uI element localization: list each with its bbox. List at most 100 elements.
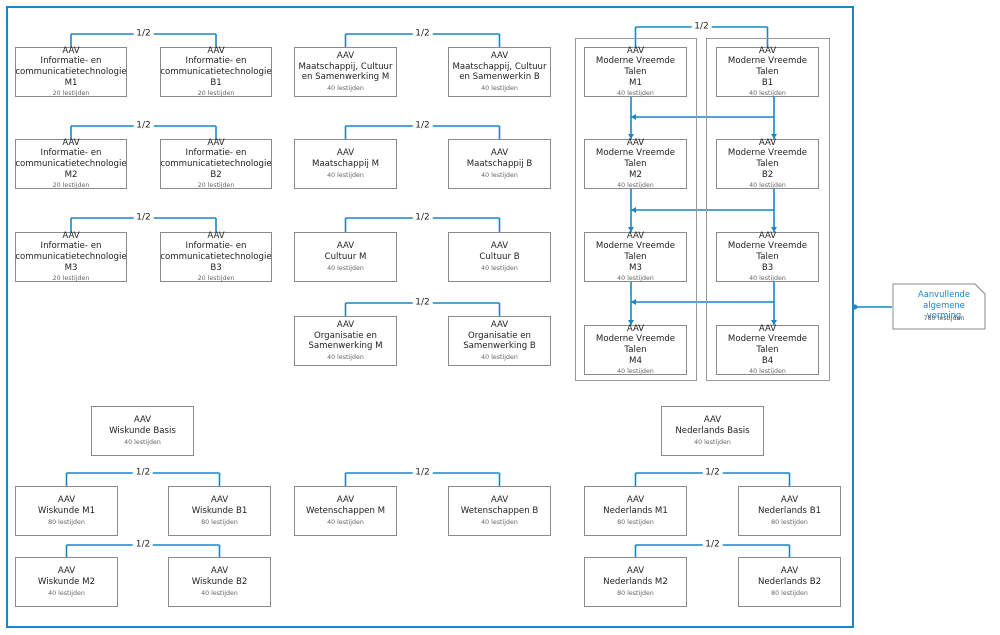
course-title: AAV Moderne Vreemde Talen M4 xyxy=(595,323,676,366)
course-hours: 20 lestijden xyxy=(52,182,90,190)
course-title: AAV Moderne Vreemde Talen B4 xyxy=(727,323,808,366)
course-title: AAV Maatschappij, Cultuur en Samenwerkin… xyxy=(452,51,547,83)
course-hours: 40 lestijden xyxy=(749,90,786,98)
course-hours: 40 lestijden xyxy=(617,275,654,283)
course-hours: 40 lestijden xyxy=(481,518,518,526)
course-hours: 80 lestijden xyxy=(617,518,654,526)
course-box-maat-b: AAV Maatschappij B 40 lestijden xyxy=(448,139,551,189)
course-hours: 80 lestijden xyxy=(201,518,238,526)
course-hours: 40 lestijden xyxy=(201,589,238,597)
course-hours: 40 lestijden xyxy=(481,264,518,272)
course-box-wis-b1: AAV Wiskunde B1 80 lestijden xyxy=(168,486,271,536)
course-title: AAV Moderne Vreemde Talen B1 xyxy=(727,45,808,88)
course-box-ict-m3: AAV Informatie- en communicatietechnolog… xyxy=(15,230,127,282)
course-title: AAV Nederlands M2 xyxy=(603,566,668,587)
half-label: 1/2 xyxy=(412,28,433,40)
course-box-mcs-b: AAV Maatschappij, Cultuur en Samenwerkin… xyxy=(448,47,551,97)
half-label: 1/2 xyxy=(132,467,154,479)
course-box-mvt-m3: AAV Moderne Vreemde Talen M3 40 lestijden xyxy=(584,230,687,283)
course-hours: 80 lestijden xyxy=(771,518,808,526)
arrow-head-icon xyxy=(771,227,777,232)
aanvullende-vorming-callout: Aanvullende algemene vorming 780 lestijd… xyxy=(892,283,986,330)
half-label: 1/2 xyxy=(702,467,723,479)
course-title: AAV Nederlands B2 xyxy=(757,566,822,587)
course-title: AAV Informatie- en communicatietechnolog… xyxy=(15,230,127,273)
callout-subtitle: 780 lestijden xyxy=(923,315,965,322)
course-hours: 20 lestijden xyxy=(197,90,235,98)
course-title: AAV Informatie- en communicatietechnolog… xyxy=(15,137,127,180)
course-title: AAV Cultuur B xyxy=(479,241,520,262)
half-label: 1/2 xyxy=(132,539,154,551)
arrow-head-icon xyxy=(628,320,634,325)
course-hours: 20 lestijden xyxy=(197,182,235,190)
course-hours: 80 lestijden xyxy=(48,518,85,526)
arrow-head-icon xyxy=(771,134,777,139)
arrow-head-icon xyxy=(631,114,636,120)
course-box-wet-b: AAV Wetenschappen B 40 lestijden xyxy=(448,486,551,536)
course-box-cult-b: AAV Cultuur B 40 lestijden xyxy=(448,232,551,282)
course-box-cult-m: AAV Cultuur M 40 lestijden xyxy=(294,232,397,282)
course-box-mvt-m2: AAV Moderne Vreemde Talen M2 40 lestijden xyxy=(584,137,687,190)
half-label: 1/2 xyxy=(702,539,723,551)
course-hours: 40 lestijden xyxy=(749,368,786,376)
course-title: AAV Wiskunde M2 xyxy=(37,566,96,587)
course-title: AAV Maatschappij M xyxy=(311,148,380,169)
course-title: AAV Wetenschappen M xyxy=(305,495,386,516)
course-title: AAV Informatie- en communicatietechnolog… xyxy=(160,137,272,180)
course-title: AAV Moderne Vreemde Talen M3 xyxy=(595,230,676,273)
course-hours: 80 lestijden xyxy=(617,589,654,597)
course-title: AAV Nederlands M1 xyxy=(603,495,668,516)
course-hours: 40 lestijden xyxy=(124,438,161,446)
callout-shape xyxy=(892,283,986,330)
course-title: AAV Organisatie en Samenwerking B xyxy=(463,320,536,352)
course-title: AAV Moderne Vreemde Talen B3 xyxy=(727,230,808,273)
course-hours: 40 lestijden xyxy=(749,182,786,190)
course-title: AAV Wetenschappen B xyxy=(460,495,539,516)
half-label: 1/2 xyxy=(691,21,712,33)
course-box-mvt-m4: AAV Moderne Vreemde Talen M4 40 lestijden xyxy=(584,323,687,376)
mvt-b-group xyxy=(706,38,830,381)
course-hours: 40 lestijden xyxy=(327,518,364,526)
callout-title: Aanvullende algemene vorming xyxy=(917,289,971,320)
arrow-head-icon xyxy=(628,134,634,139)
course-hours: 40 lestijden xyxy=(617,182,654,190)
course-box-wis-basis: AAV Wiskunde Basis 40 lestijden xyxy=(91,406,194,456)
arrow-head-icon xyxy=(631,207,636,213)
half-label: 1/2 xyxy=(133,212,154,224)
course-title: AAV Informatie- en communicatietechnolog… xyxy=(160,230,272,273)
course-box-ned-m2: AAV Nederlands M2 80 lestijden xyxy=(584,557,687,607)
course-hours: 20 lestijden xyxy=(52,90,90,98)
course-title: AAV Cultuur M xyxy=(324,241,367,262)
course-hours: 40 lestijden xyxy=(327,264,364,272)
course-title: AAV Informatie- en communicatietechnolog… xyxy=(15,45,127,88)
arrow-head-icon xyxy=(628,227,634,232)
half-label: 1/2 xyxy=(412,467,433,479)
course-box-ned-m1: AAV Nederlands M1 80 lestijden xyxy=(584,486,687,536)
course-box-mcs-m: AAV Maatschappij, Cultuur en Samenwerkin… xyxy=(294,47,397,97)
course-hours: 40 lestijden xyxy=(481,353,518,361)
course-box-ict-b3: AAV Informatie- en communicatietechnolog… xyxy=(160,230,272,282)
course-hours: 40 lestijden xyxy=(617,368,654,376)
course-title: AAV Moderne Vreemde Talen M2 xyxy=(595,137,676,180)
course-hours: 40 lestijden xyxy=(694,438,731,446)
course-title: AAV Moderne Vreemde Talen B2 xyxy=(727,137,808,180)
half-label: 1/2 xyxy=(412,297,433,309)
course-hours: 40 lestijden xyxy=(481,171,518,179)
course-title: AAV Organisatie en Samenwerking M xyxy=(308,320,383,352)
arrow-head-icon xyxy=(771,320,777,325)
course-box-ict-b2: AAV Informatie- en communicatietechnolog… xyxy=(160,137,272,190)
course-hours: 40 lestijden xyxy=(749,275,786,283)
course-hours: 40 lestijden xyxy=(327,353,364,361)
course-hours: 40 lestijden xyxy=(617,90,654,98)
course-title: AAV Maatschappij B xyxy=(466,148,533,169)
course-title: AAV Wiskunde B1 xyxy=(191,495,248,516)
course-hours: 40 lestijden xyxy=(327,84,364,92)
course-title: AAV Wiskunde Basis xyxy=(109,415,176,436)
